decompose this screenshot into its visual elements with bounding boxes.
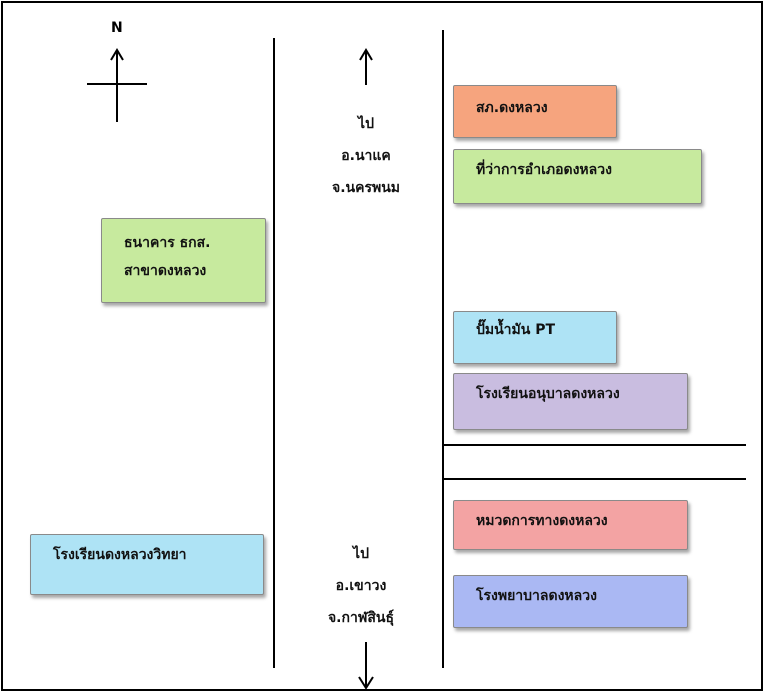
- highway-unit-label: หมวดการทางดงหลวง: [476, 513, 608, 529]
- kindergarten-box[interactable]: โรงเรียนอนุบาลดงหลวง: [453, 373, 688, 430]
- hospital-box[interactable]: โรงพยาบาลดงหลวง: [453, 575, 688, 628]
- kindergarten-label: โรงเรียนอนุบาลดงหลวง: [476, 386, 620, 402]
- gas-station-box[interactable]: ปั๊มน้ำมัน PT: [453, 311, 617, 364]
- bank-label-line1: ธนาคาร ธกส.: [124, 235, 211, 251]
- compass-arrowhead: [110, 48, 124, 61]
- district-office-label: ที่ว่าการอำเภอดงหลวง: [476, 162, 612, 178]
- police-station-box[interactable]: สภ.ดงหลวง: [453, 85, 617, 138]
- gas-station-label: ปั๊มน้ำมัน PT: [476, 322, 556, 338]
- school-box[interactable]: โรงเรียนดงหลวงวิทยา: [30, 534, 264, 595]
- north-arrowhead: [359, 48, 373, 61]
- police-station-label: สภ.ดงหลวง: [476, 100, 548, 116]
- district-office-box[interactable]: ที่ว่าการอำเภอดงหลวง: [453, 149, 702, 204]
- compass-north-label: N: [111, 20, 123, 36]
- south-direction-label: ไป อ.เขาวง จ.กาฬสินธุ์: [327, 546, 395, 626]
- highway-unit-box[interactable]: หมวดการทางดงหลวง: [453, 500, 688, 550]
- north-direction-label: ไป อ.นาแค จ.นครพนม: [331, 116, 400, 196]
- bank-box[interactable]: ธนาคาร ธกส. สาขาดงหลวง: [101, 218, 266, 303]
- south-arrowhead: [358, 676, 374, 690]
- hospital-label: โรงพยาบาลดงหลวง: [476, 588, 597, 604]
- bank-label-line2: สาขาดงหลวง: [124, 263, 207, 279]
- school-label: โรงเรียนดงหลวงวิทยา: [53, 547, 187, 563]
